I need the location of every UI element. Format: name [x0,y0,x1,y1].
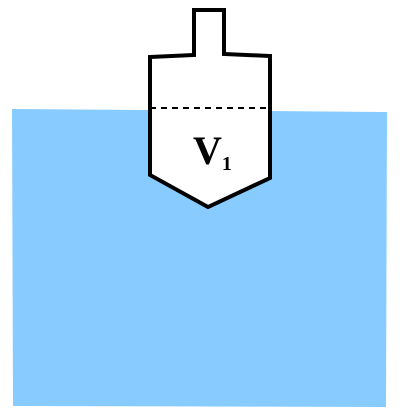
volume-label-subscript: 1 [222,153,232,175]
water-region [12,109,387,407]
volume-label-main: V [193,128,222,173]
volume-label: V1 [193,128,232,175]
